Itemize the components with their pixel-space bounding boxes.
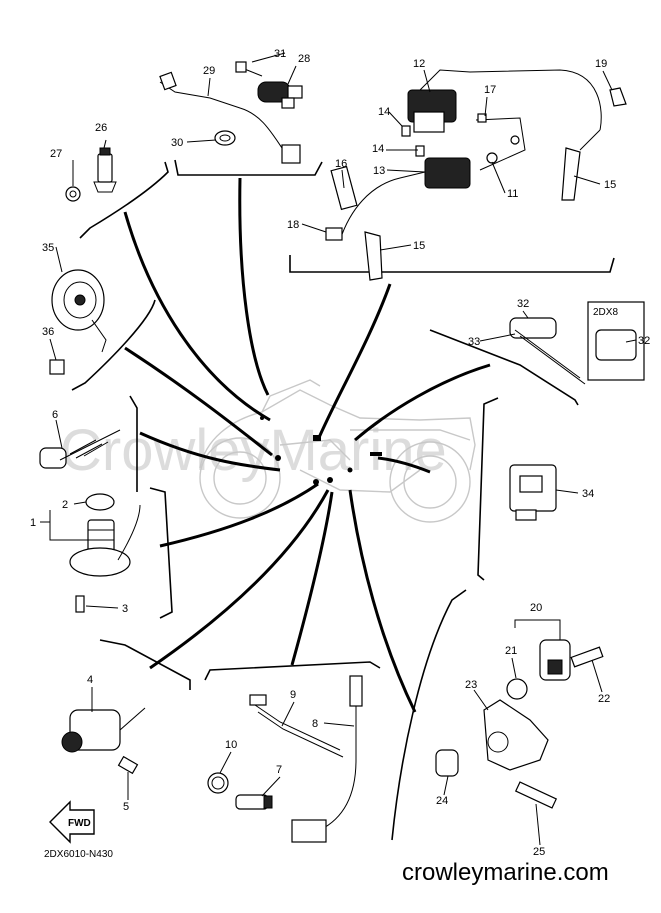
variant-label: 2DX8 <box>593 307 618 318</box>
callout-labels: 31 28 29 30 26 27 12 19 17 14 14 16 13 1… <box>30 48 650 858</box>
callout-1: 1 <box>30 517 36 529</box>
leader-lines <box>123 177 491 713</box>
callout-28: 28 <box>298 53 310 65</box>
callout-32b: 32 <box>638 335 650 347</box>
solenoid-1 <box>69 493 141 613</box>
callout-20: 20 <box>530 602 542 614</box>
site-label: crowleymarine.com <box>402 859 609 886</box>
callout-29: 29 <box>203 65 215 77</box>
callout-26: 26 <box>95 122 107 134</box>
clamp-holder-32 <box>509 301 645 385</box>
callout-5: 5 <box>123 801 129 813</box>
callout-25: 25 <box>533 846 545 858</box>
callout-ticks <box>40 52 637 846</box>
valve-4 <box>61 707 146 775</box>
callout-11: 11 <box>507 188 518 200</box>
callout-15b: 15 <box>413 240 425 252</box>
callout-17: 17 <box>484 84 496 96</box>
fwd-arrow-icon: FWD <box>49 800 95 844</box>
ignition-coil-assembly <box>325 69 627 281</box>
callout-4: 4 <box>87 674 93 686</box>
fwd-label: FWD <box>68 818 91 829</box>
callout-21: 21 <box>505 645 517 657</box>
horn-35 <box>49 269 107 375</box>
variant-box <box>587 301 645 381</box>
callout-14b: 14 <box>372 143 384 155</box>
callout-35: 35 <box>42 242 54 254</box>
callout-33: 33 <box>468 336 480 348</box>
callout-23: 23 <box>465 679 477 691</box>
callout-24: 24 <box>436 795 448 807</box>
callout-8: 8 <box>312 718 318 730</box>
sensor-7-harness-8 <box>207 675 363 843</box>
callout-13: 13 <box>373 165 385 177</box>
callout-12: 12 <box>413 58 425 70</box>
callout-36: 36 <box>42 326 54 338</box>
callout-7: 7 <box>276 764 282 776</box>
callout-22: 22 <box>598 693 610 705</box>
sensor-26 <box>65 139 117 202</box>
relay-34 <box>509 464 557 521</box>
callout-34: 34 <box>582 488 594 500</box>
callout-30: 30 <box>171 137 183 149</box>
callout-3: 3 <box>122 603 128 615</box>
sensor-6 <box>39 419 121 469</box>
group-brackets <box>71 159 615 841</box>
callout-15a: 15 <box>604 179 616 191</box>
callout-9: 9 <box>290 689 296 701</box>
callout-6: 6 <box>52 409 58 421</box>
callout-16: 16 <box>335 158 347 170</box>
callout-19: 19 <box>595 58 607 70</box>
callout-10: 10 <box>225 739 237 751</box>
callout-2: 2 <box>62 499 68 511</box>
callout-14a: 14 <box>378 106 390 118</box>
diagram-code: 2DX6010-N430 <box>44 849 113 860</box>
callout-32a: 32 <box>517 298 529 310</box>
sensor-assembly-20 <box>435 639 604 809</box>
speed-sensor-28 <box>159 61 303 164</box>
watermark-text: CrowleyMarine <box>60 418 447 483</box>
callout-18: 18 <box>287 219 299 231</box>
callout-27: 27 <box>50 148 62 160</box>
